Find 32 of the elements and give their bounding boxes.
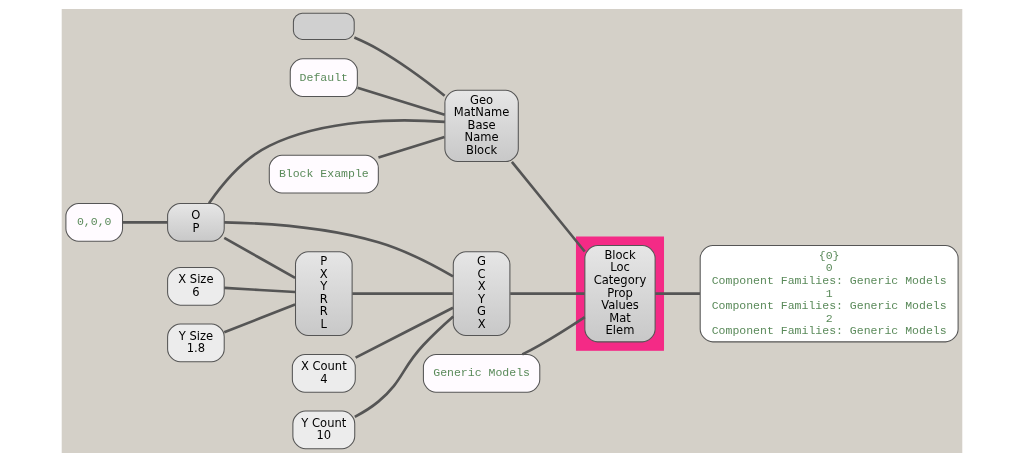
connector <box>354 315 455 418</box>
node-box: Block Loc Category Prop Values Mat Elem <box>584 244 656 342</box>
connector <box>521 315 586 356</box>
node-box: 0,0,0 <box>65 202 124 242</box>
node-box: P X Y R R L <box>294 250 353 336</box>
connector <box>510 160 586 252</box>
connector <box>122 220 168 224</box>
node-box: Y Count 10 <box>292 410 356 449</box>
connector <box>207 118 445 204</box>
node-box: G C X Y G X <box>452 250 511 336</box>
node-box: {0} 0 Component Families: Generic Models 1 Component Families: Generic Models 2 Component Families: Generic Models <box>699 244 959 342</box>
node-box: Y Size 1.8 <box>167 323 225 362</box>
node-box: O P <box>167 202 225 242</box>
node-box: Generic Models <box>422 353 541 393</box>
connector <box>224 220 454 278</box>
connector <box>352 291 453 295</box>
node-box: X Count 4 <box>291 353 356 393</box>
node-box <box>292 12 355 40</box>
connector <box>355 306 454 359</box>
connector <box>223 236 296 279</box>
node-box: X Size 6 <box>167 266 225 306</box>
node-box: Geo MatName Base Name Block <box>444 89 519 162</box>
connector <box>353 35 446 97</box>
connector <box>378 135 445 159</box>
connector <box>357 86 446 116</box>
cluster <box>575 236 664 351</box>
connector <box>510 291 585 295</box>
node-box: Default <box>289 57 358 97</box>
connector <box>224 286 296 293</box>
connector <box>655 291 700 295</box>
connector <box>223 302 296 333</box>
node-box: Block Example <box>268 154 379 194</box>
